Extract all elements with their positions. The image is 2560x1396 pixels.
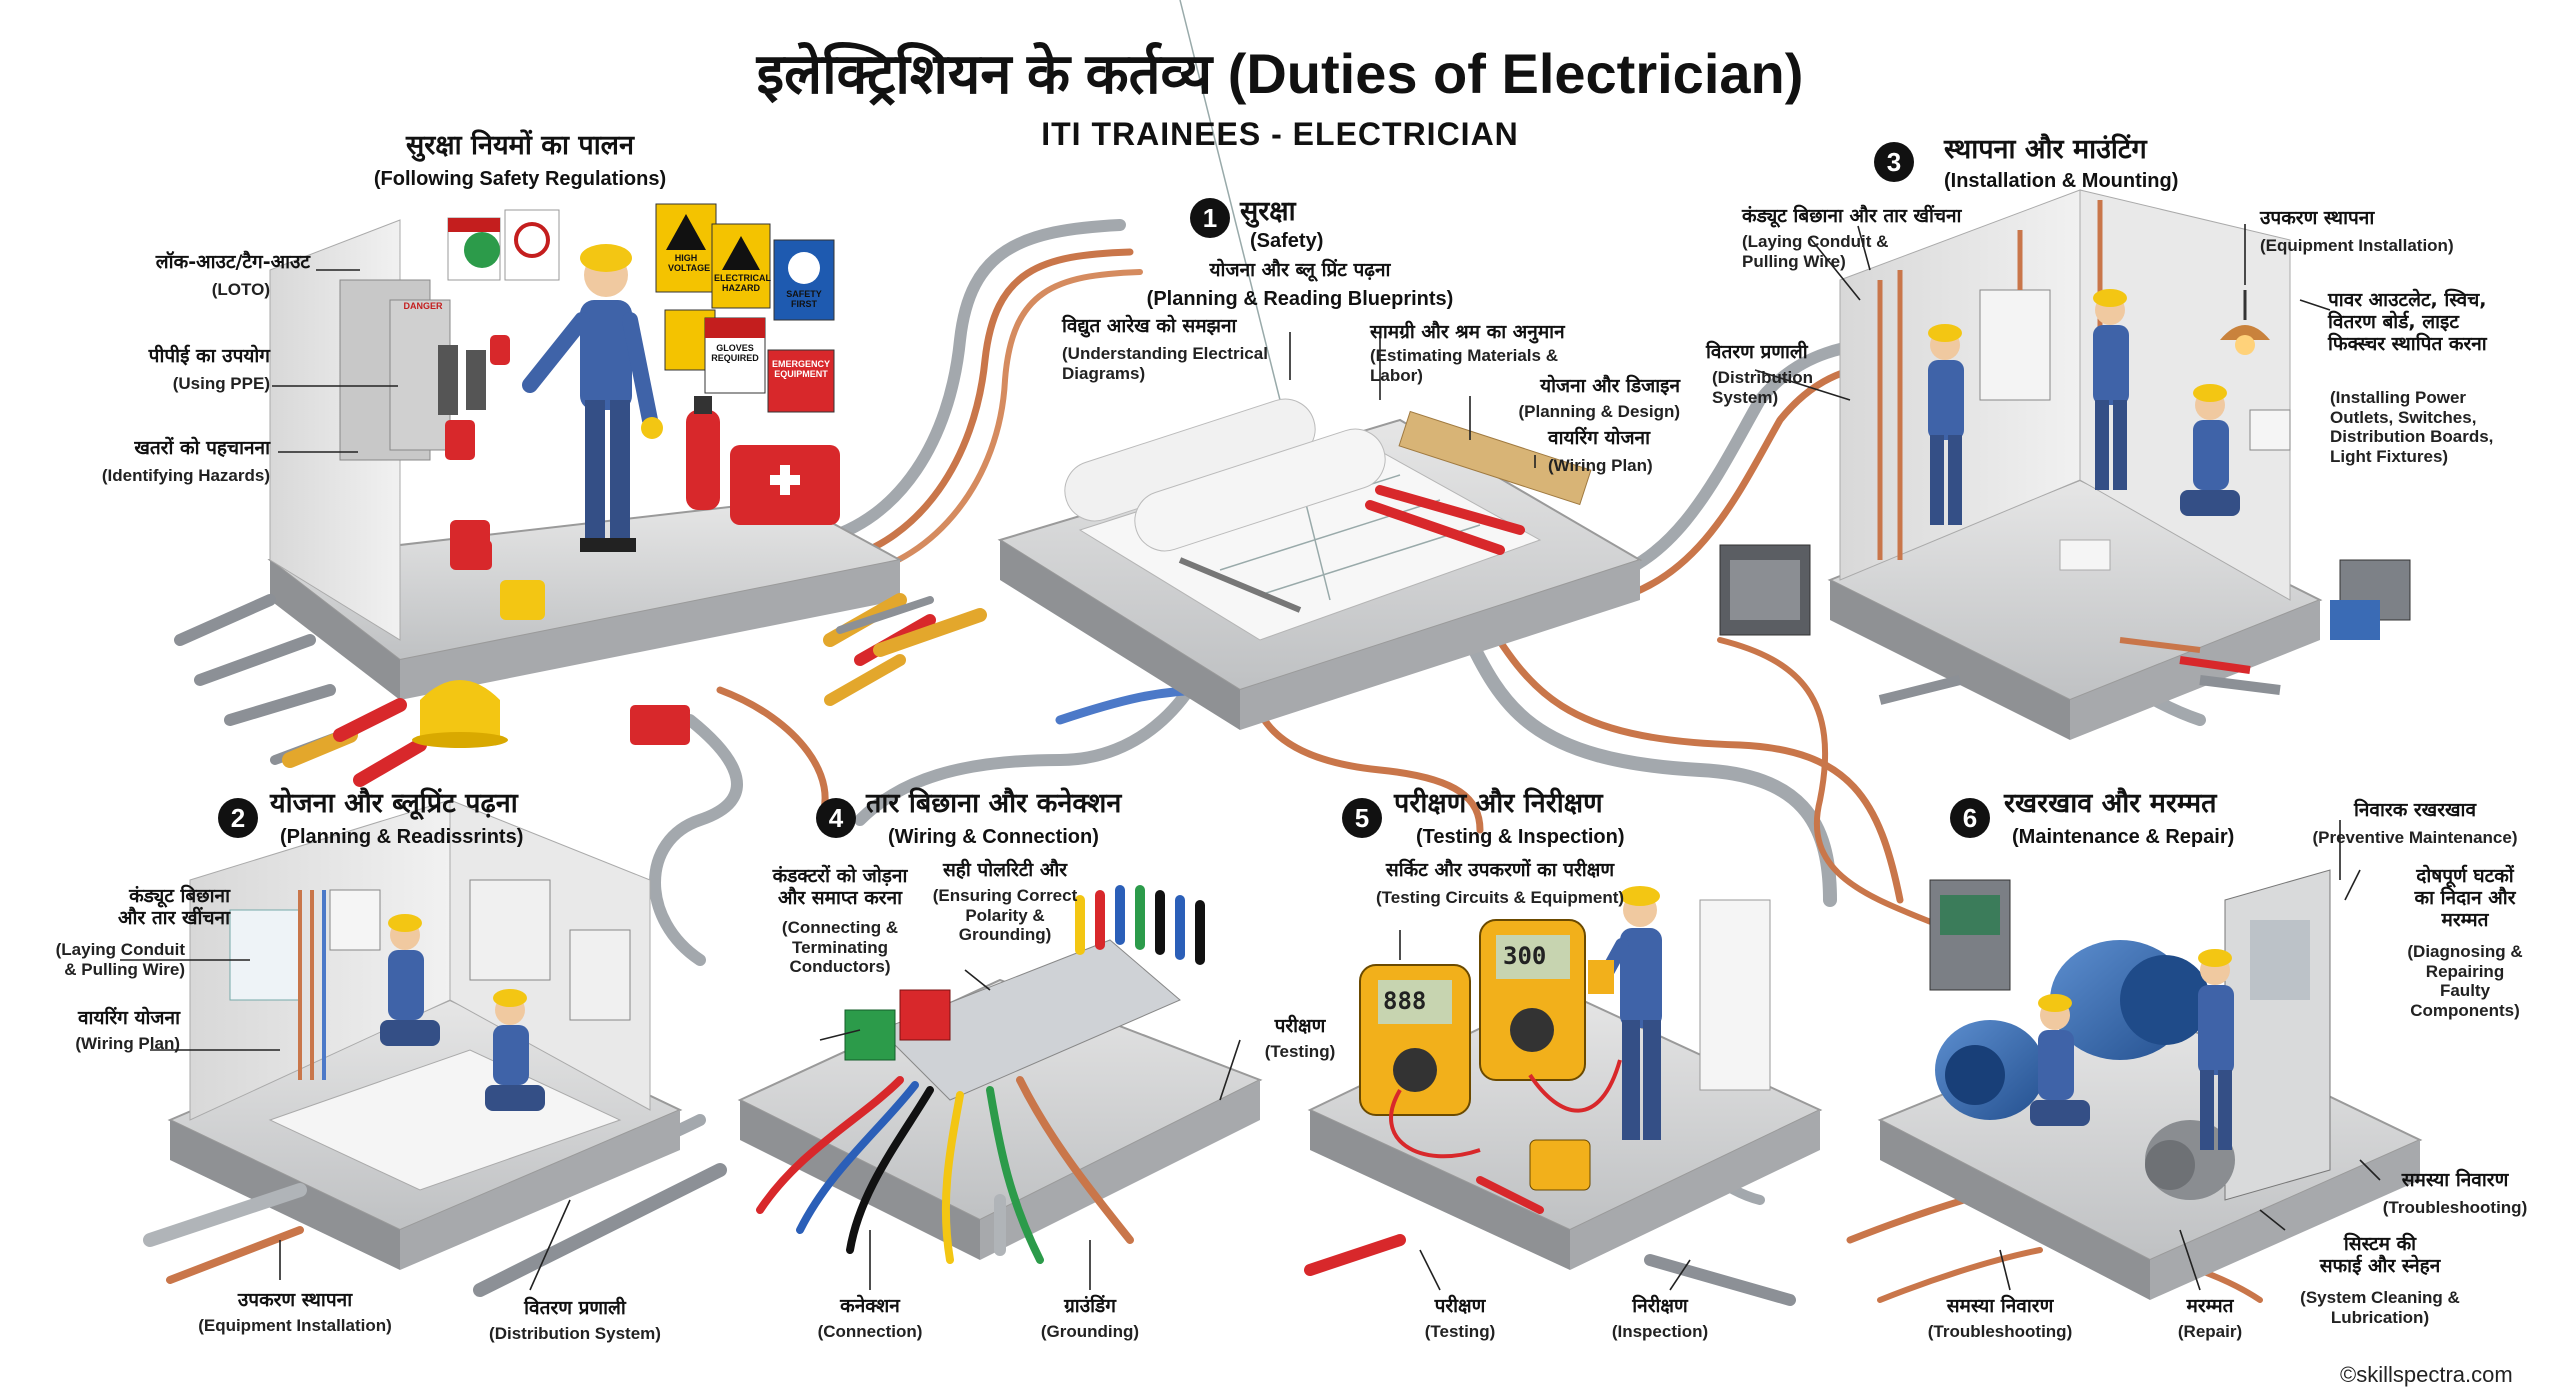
copper-5	[1476, 606, 1904, 904]
panel-2-tools	[143, 1163, 727, 1297]
number-badge-2: 2	[218, 798, 258, 838]
number-badge-4: 4	[816, 798, 856, 838]
p2-worker-1	[380, 914, 440, 1046]
panel-5-tools	[1304, 1176, 1796, 1306]
p2-worker-2	[485, 989, 545, 1111]
leader-lines	[120, 224, 2381, 1291]
sign-safety-first: SAFETY FIRST	[786, 289, 822, 309]
conduit-1	[814, 219, 1126, 546]
number-badge-6: 6	[1950, 798, 1990, 838]
credit: ©skillspectra.com	[2340, 1362, 2513, 1387]
p5-worker	[1588, 886, 1662, 1140]
page-subtitle: ITI TRAINEES - ELECTRICIAN	[1041, 116, 1519, 152]
panel-4-platform	[737, 885, 1263, 1264]
copper-7	[1717, 637, 1953, 933]
panel-1-platform	[997, 0, 1643, 730]
sign-danger: DANGER	[403, 301, 443, 311]
p3-worker-3	[2180, 384, 2240, 516]
copper-2	[852, 269, 1143, 578]
sign-high-voltage: HIGH VOLTAGE	[668, 253, 711, 273]
number-badge-1: 1	[1190, 198, 1230, 238]
number-badge-3: 3	[1874, 142, 1914, 182]
p6-worker-1	[2030, 994, 2090, 1126]
sign-electrical-hazard: ELECTRICAL HAZARD	[714, 273, 771, 293]
meter-1-display: 888	[1383, 987, 1427, 1015]
conduit-3	[649, 714, 743, 966]
sign-gloves: GLOVES REQUIRED	[711, 343, 759, 363]
panel-4-tools	[824, 654, 1006, 1256]
panel-2-room	[167, 799, 683, 1270]
sign-emergency: EMERGENCY EQUIPMENT	[771, 359, 830, 379]
copper-1	[836, 248, 1134, 564]
p3-worker-1	[1928, 324, 1964, 525]
panel-1-tools	[836, 596, 987, 657]
panel-3-equipment	[1719, 544, 2411, 705]
panel-5-platform	[1307, 886, 1823, 1270]
p6-worker-2	[2198, 949, 2234, 1150]
number-badge-5: 5	[1342, 798, 1382, 838]
page-title: इलेक्ट्रिशियन के कर्तव्य (Duties of Elec…	[756, 42, 1804, 105]
panel-6-platform	[1877, 869, 2423, 1300]
meter-2-display: 300	[1503, 942, 1547, 970]
copper-9	[1877, 1247, 2043, 1303]
safety-tools	[174, 593, 936, 787]
panel-3-room	[1827, 189, 2323, 740]
safety-platform	[267, 203, 903, 700]
p3-worker-2	[2093, 289, 2129, 490]
